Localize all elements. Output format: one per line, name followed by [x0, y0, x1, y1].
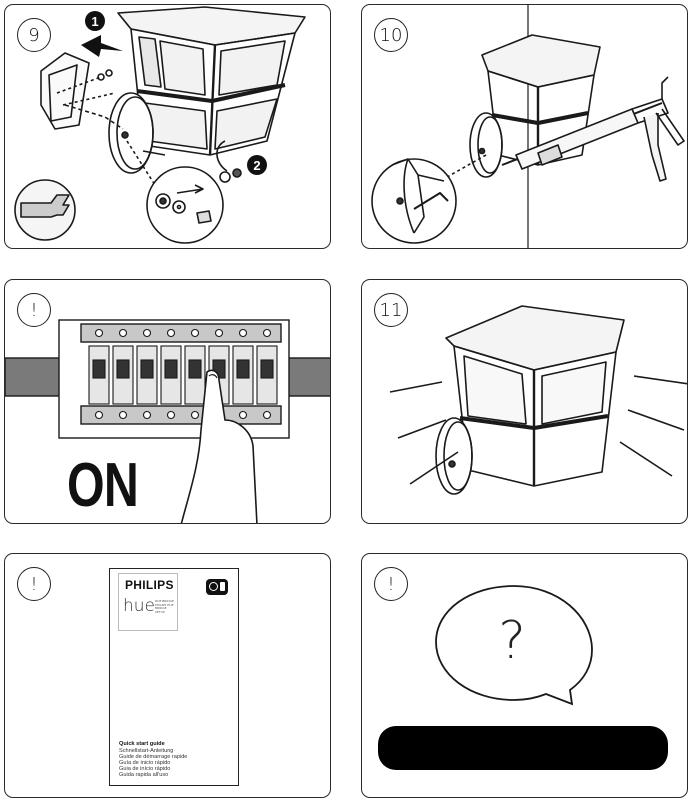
circuit-breaker-illustration [5, 319, 330, 439]
brand-name: PHILIPS [125, 578, 174, 592]
terminal-screw [166, 410, 176, 420]
terminal-screw [262, 328, 272, 338]
product-subtitle: HUE BRIDGE PHILIPS HUE BRIDGE SETUP [155, 599, 174, 614]
redacted-inner [400, 740, 638, 758]
step-number-badge: 10 [374, 18, 408, 52]
sealant-application-illustration [371, 5, 685, 248]
wall-mount-installation-illustration: 1 2 [14, 6, 306, 244]
terminal-screw [238, 410, 248, 420]
terminal-screw [166, 328, 176, 338]
guide-line-es: Guía de inicio rápido [119, 760, 171, 766]
breaker-switch [92, 359, 106, 379]
callout-number-1: 1 [91, 14, 98, 29]
warning-badge: ! [374, 567, 408, 601]
breaker-switch [188, 359, 202, 379]
terminal-screw [118, 410, 128, 420]
panel-quick-start-guide: ! PHILIPS hue HUE BRIDGE PHILIPS HUE BRI… [4, 553, 331, 798]
bridge-icon [206, 579, 228, 595]
terminal-screw [94, 328, 104, 338]
question-speech-bubble-icon: ? [435, 585, 593, 706]
guide-line-pt: Guia de início rápido [119, 766, 171, 772]
panel-step-11: 11 [361, 279, 688, 524]
step-number-badge: 11 [374, 293, 408, 327]
breaker-switch [140, 359, 154, 379]
quick-start-booklet: PHILIPS hue HUE BRIDGE PHILIPS HUE BRIDG… [109, 568, 239, 786]
on-label: ON [67, 451, 139, 520]
breaker-switch [236, 359, 250, 379]
step-number-badge: 9 [17, 18, 51, 52]
philips-logo: PHILIPS hue HUE BRIDGE PHILIPS HUE BRIDG… [118, 573, 178, 631]
panel-step-9: 9 [4, 4, 331, 249]
guide-line-de: Schnellstart-Anleitung [119, 748, 174, 754]
panel-step-10: 10 [361, 4, 688, 249]
terminal-screw [262, 410, 272, 420]
terminal-screw [118, 328, 128, 338]
breaker-switch [260, 359, 274, 379]
finger-pressing-switch-icon [180, 369, 258, 523]
breaker-switch [164, 359, 178, 379]
light-on-illustration [389, 305, 687, 495]
terminal-screw [214, 328, 224, 338]
terminal-screw [190, 328, 200, 338]
breaker-switch [116, 359, 130, 379]
guide-line-fr: Guide de démarrage rapide [119, 754, 188, 760]
terminal-screw [94, 410, 104, 420]
panel-help: ! ? [361, 553, 688, 798]
terminal-screw [190, 410, 200, 420]
guide-line-it: Guida rapida all'uso [119, 772, 169, 778]
terminal-screw [142, 410, 152, 420]
terminal-screw [142, 328, 152, 338]
question-mark: ? [498, 611, 526, 671]
panel-power-on: ! ON [4, 279, 331, 524]
warning-badge: ! [17, 567, 51, 601]
terminal-screw [238, 328, 248, 338]
callout-number-2: 2 [253, 158, 260, 173]
product-name: hue [123, 596, 156, 616]
guide-title: Quick start guide [119, 741, 165, 747]
warning-badge: ! [17, 293, 51, 327]
